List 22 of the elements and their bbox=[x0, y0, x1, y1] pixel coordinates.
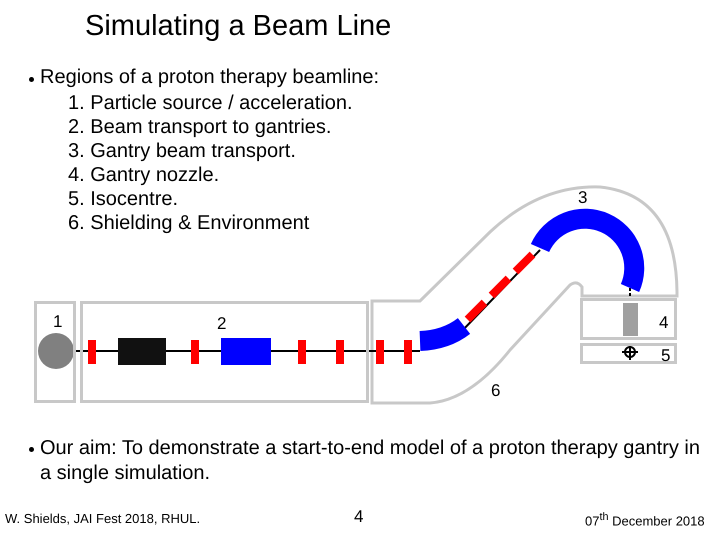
region-box bbox=[80, 301, 369, 403]
region-number: 1 bbox=[53, 312, 62, 332]
list-item: 5. Isocentre. bbox=[68, 188, 178, 211]
slide-title: Simulating a Beam Line bbox=[85, 10, 392, 43]
bullet-text: Our aim: To demonstrate a start-to-end model of a proton therapy gantry in a single simulation. bbox=[40, 436, 700, 486]
region-number: 4 bbox=[659, 313, 668, 333]
list-item: 6. Shielding & Environment bbox=[68, 212, 310, 235]
footer-date: 07$^{th}$ December 2018 bbox=[585, 511, 705, 528]
list-item: 1. Particle source / acceleration. bbox=[68, 92, 353, 115]
region-box bbox=[580, 343, 677, 364]
region-number: 6 bbox=[491, 381, 500, 401]
region-box bbox=[34, 301, 76, 403]
list-item: 3. Gantry beam transport. bbox=[68, 140, 296, 163]
page-number: 4 bbox=[354, 507, 364, 527]
bullet-text: Regions of a proton therapy beamline: bbox=[40, 66, 380, 89]
footer-text: W. Shields, JAI Fest 2018, RHUL. bbox=[5, 511, 200, 526]
region-box bbox=[580, 298, 677, 340]
list-item: 2. Beam transport to gantries. bbox=[68, 116, 332, 139]
region-number: 5 bbox=[661, 346, 670, 366]
list-item: 4. Gantry nozzle. bbox=[68, 164, 220, 187]
region-number: 3 bbox=[578, 188, 588, 208]
region-number: 2 bbox=[217, 314, 226, 334]
